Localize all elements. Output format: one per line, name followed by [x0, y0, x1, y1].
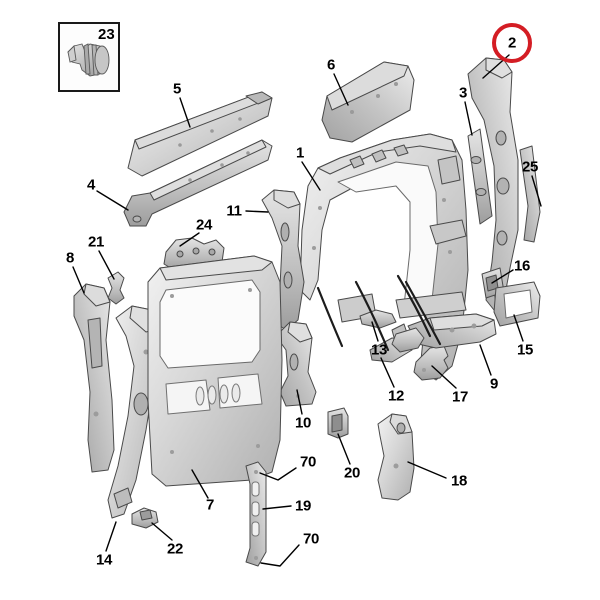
callout-label-16[interactable]: 16: [513, 257, 531, 275]
callout-label-8[interactable]: 8: [65, 249, 75, 267]
callout-label-22[interactable]: 22: [166, 540, 184, 558]
callout-label-4[interactable]: 4: [86, 176, 96, 194]
callout-label-19[interactable]: 19: [294, 497, 312, 515]
part-9-crossmember-branch: [391, 327, 425, 353]
part-7-side-panel: [147, 255, 283, 487]
part-15-frame-ring: [493, 281, 541, 327]
callout-label-6[interactable]: 6: [326, 56, 336, 74]
part-20-connector-block: [327, 407, 349, 439]
callout-label-1[interactable]: 1: [295, 144, 305, 162]
part-4-lower-rail: [123, 139, 273, 227]
callout-label-25[interactable]: 25: [521, 158, 539, 176]
callout-label-15[interactable]: 15: [516, 341, 534, 359]
part-13-brace: [359, 309, 397, 329]
callout-label-7[interactable]: 7: [205, 496, 215, 514]
callout-label-24[interactable]: 24: [195, 216, 213, 234]
callout-label-2[interactable]: 2: [507, 34, 517, 52]
callout-label-5[interactable]: 5: [172, 80, 182, 98]
callout-label-70-upper[interactable]: 70: [299, 453, 317, 471]
callout-label-13[interactable]: 13: [370, 341, 388, 359]
part-21-clip: [107, 271, 125, 305]
part-10-lower-pillar: [275, 321, 317, 407]
callout-label-9[interactable]: 9: [489, 375, 499, 393]
highlight-ring-part-2: [492, 23, 532, 63]
callout-label-12[interactable]: 12: [387, 387, 405, 405]
part-17-wedge-bracket: [413, 345, 449, 381]
inset-part-artwork: [67, 43, 110, 77]
part-seal-strips: [316, 274, 442, 352]
detail-inset-23: [58, 22, 120, 92]
part-9-crossmember: [407, 313, 497, 349]
part-8-pillar-inner-left: [73, 283, 115, 473]
inset-number-23: 23: [98, 26, 115, 43]
callout-label-21[interactable]: 21: [87, 233, 105, 251]
part-19-perforated-strip: [245, 461, 267, 567]
callout-label-11[interactable]: 11: [226, 202, 242, 220]
part-6-roof-panel: [321, 61, 415, 143]
callout-label-17[interactable]: 17: [451, 388, 469, 406]
part-inner-structure-rails: [337, 155, 467, 353]
part-25-pillar-inner-strip: [519, 145, 541, 243]
part-11-bracket: [261, 189, 305, 331]
callout-label-70-lower[interactable]: 70: [302, 530, 320, 548]
parts-layer: [72, 54, 542, 567]
callout-label-10[interactable]: 10: [294, 414, 312, 432]
part-3-reinforcement-strip: [467, 128, 493, 225]
leader-lines: [72, 54, 542, 567]
part-5-roof-rail-upper: [127, 91, 273, 177]
callout-label-14[interactable]: 14: [95, 551, 113, 569]
callout-label-20[interactable]: 20: [343, 464, 361, 482]
callout-label-18[interactable]: 18: [450, 472, 468, 490]
callout-label-3[interactable]: 3: [458, 84, 468, 102]
part-18-rear-lower-panel: [377, 413, 415, 501]
